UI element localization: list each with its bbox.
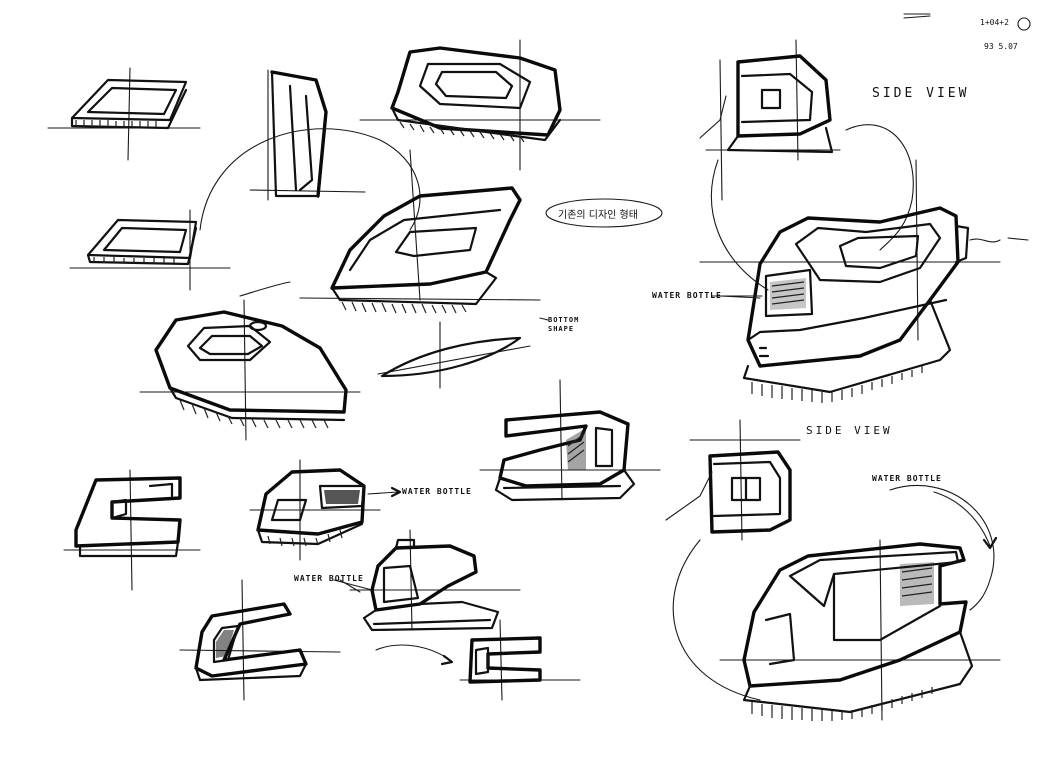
label-corner-note-1: 1+04+2: [980, 18, 1009, 27]
sketch-iron-long-handle: [299, 149, 541, 314]
sketch-angled-handle-iron: [179, 579, 341, 701]
sketch-iron-large-lower-right: [719, 491, 1001, 721]
note-bubble-korean: [545, 198, 663, 228]
label-korean-note: 기존의 디자인 형태: [558, 210, 638, 221]
sketch-c-shape-left: [63, 469, 201, 591]
sketch-arch-iron: [479, 379, 661, 502]
label-side-view-bottom: SIDE VIEW: [806, 424, 893, 437]
pointer-bottom-shape: [539, 317, 549, 321]
sketch-compact-iron: [249, 459, 402, 561]
label-corner-note-2: 93 5.07: [984, 42, 1018, 51]
sketch-iron-top-center: [359, 39, 601, 171]
label-water-bottle-lower-right: WATER BOTTLE: [872, 474, 942, 483]
corner-circle-mark: [1017, 17, 1031, 31]
sketch-iron-bottle-center: [339, 529, 521, 632]
sketch-bottom-shape: [377, 321, 531, 389]
sketch-iron-large-right: [699, 159, 1029, 403]
sketch-flat-tray-middle: [69, 209, 231, 291]
sketch-side-view-bottom: [665, 419, 801, 541]
sketch-flat-tray-top: [47, 67, 201, 161]
construction-arc-lower-right: [672, 485, 995, 701]
label-side-view-top: SIDE VIEW: [872, 86, 970, 101]
sketch-c-shape-small: [375, 619, 581, 701]
label-water-bottle-center: WATER BOTTLE: [294, 574, 364, 583]
sketch-vertical-profile: [249, 69, 366, 201]
sketch-iron-mid-left: [139, 281, 361, 441]
pointer-water-bottle-left: [333, 579, 373, 591]
label-water-bottle-compact: WATER BOTTLE: [402, 487, 472, 496]
label-bottom-shape: BOTTOM SHAPE: [548, 316, 580, 333]
construction-arc-top: [199, 128, 421, 231]
label-water-bottle-right: WATER BOTTLE: [652, 291, 722, 300]
sketch-side-view-top: [699, 39, 841, 201]
corner-scribble-dashes: [903, 13, 931, 19]
